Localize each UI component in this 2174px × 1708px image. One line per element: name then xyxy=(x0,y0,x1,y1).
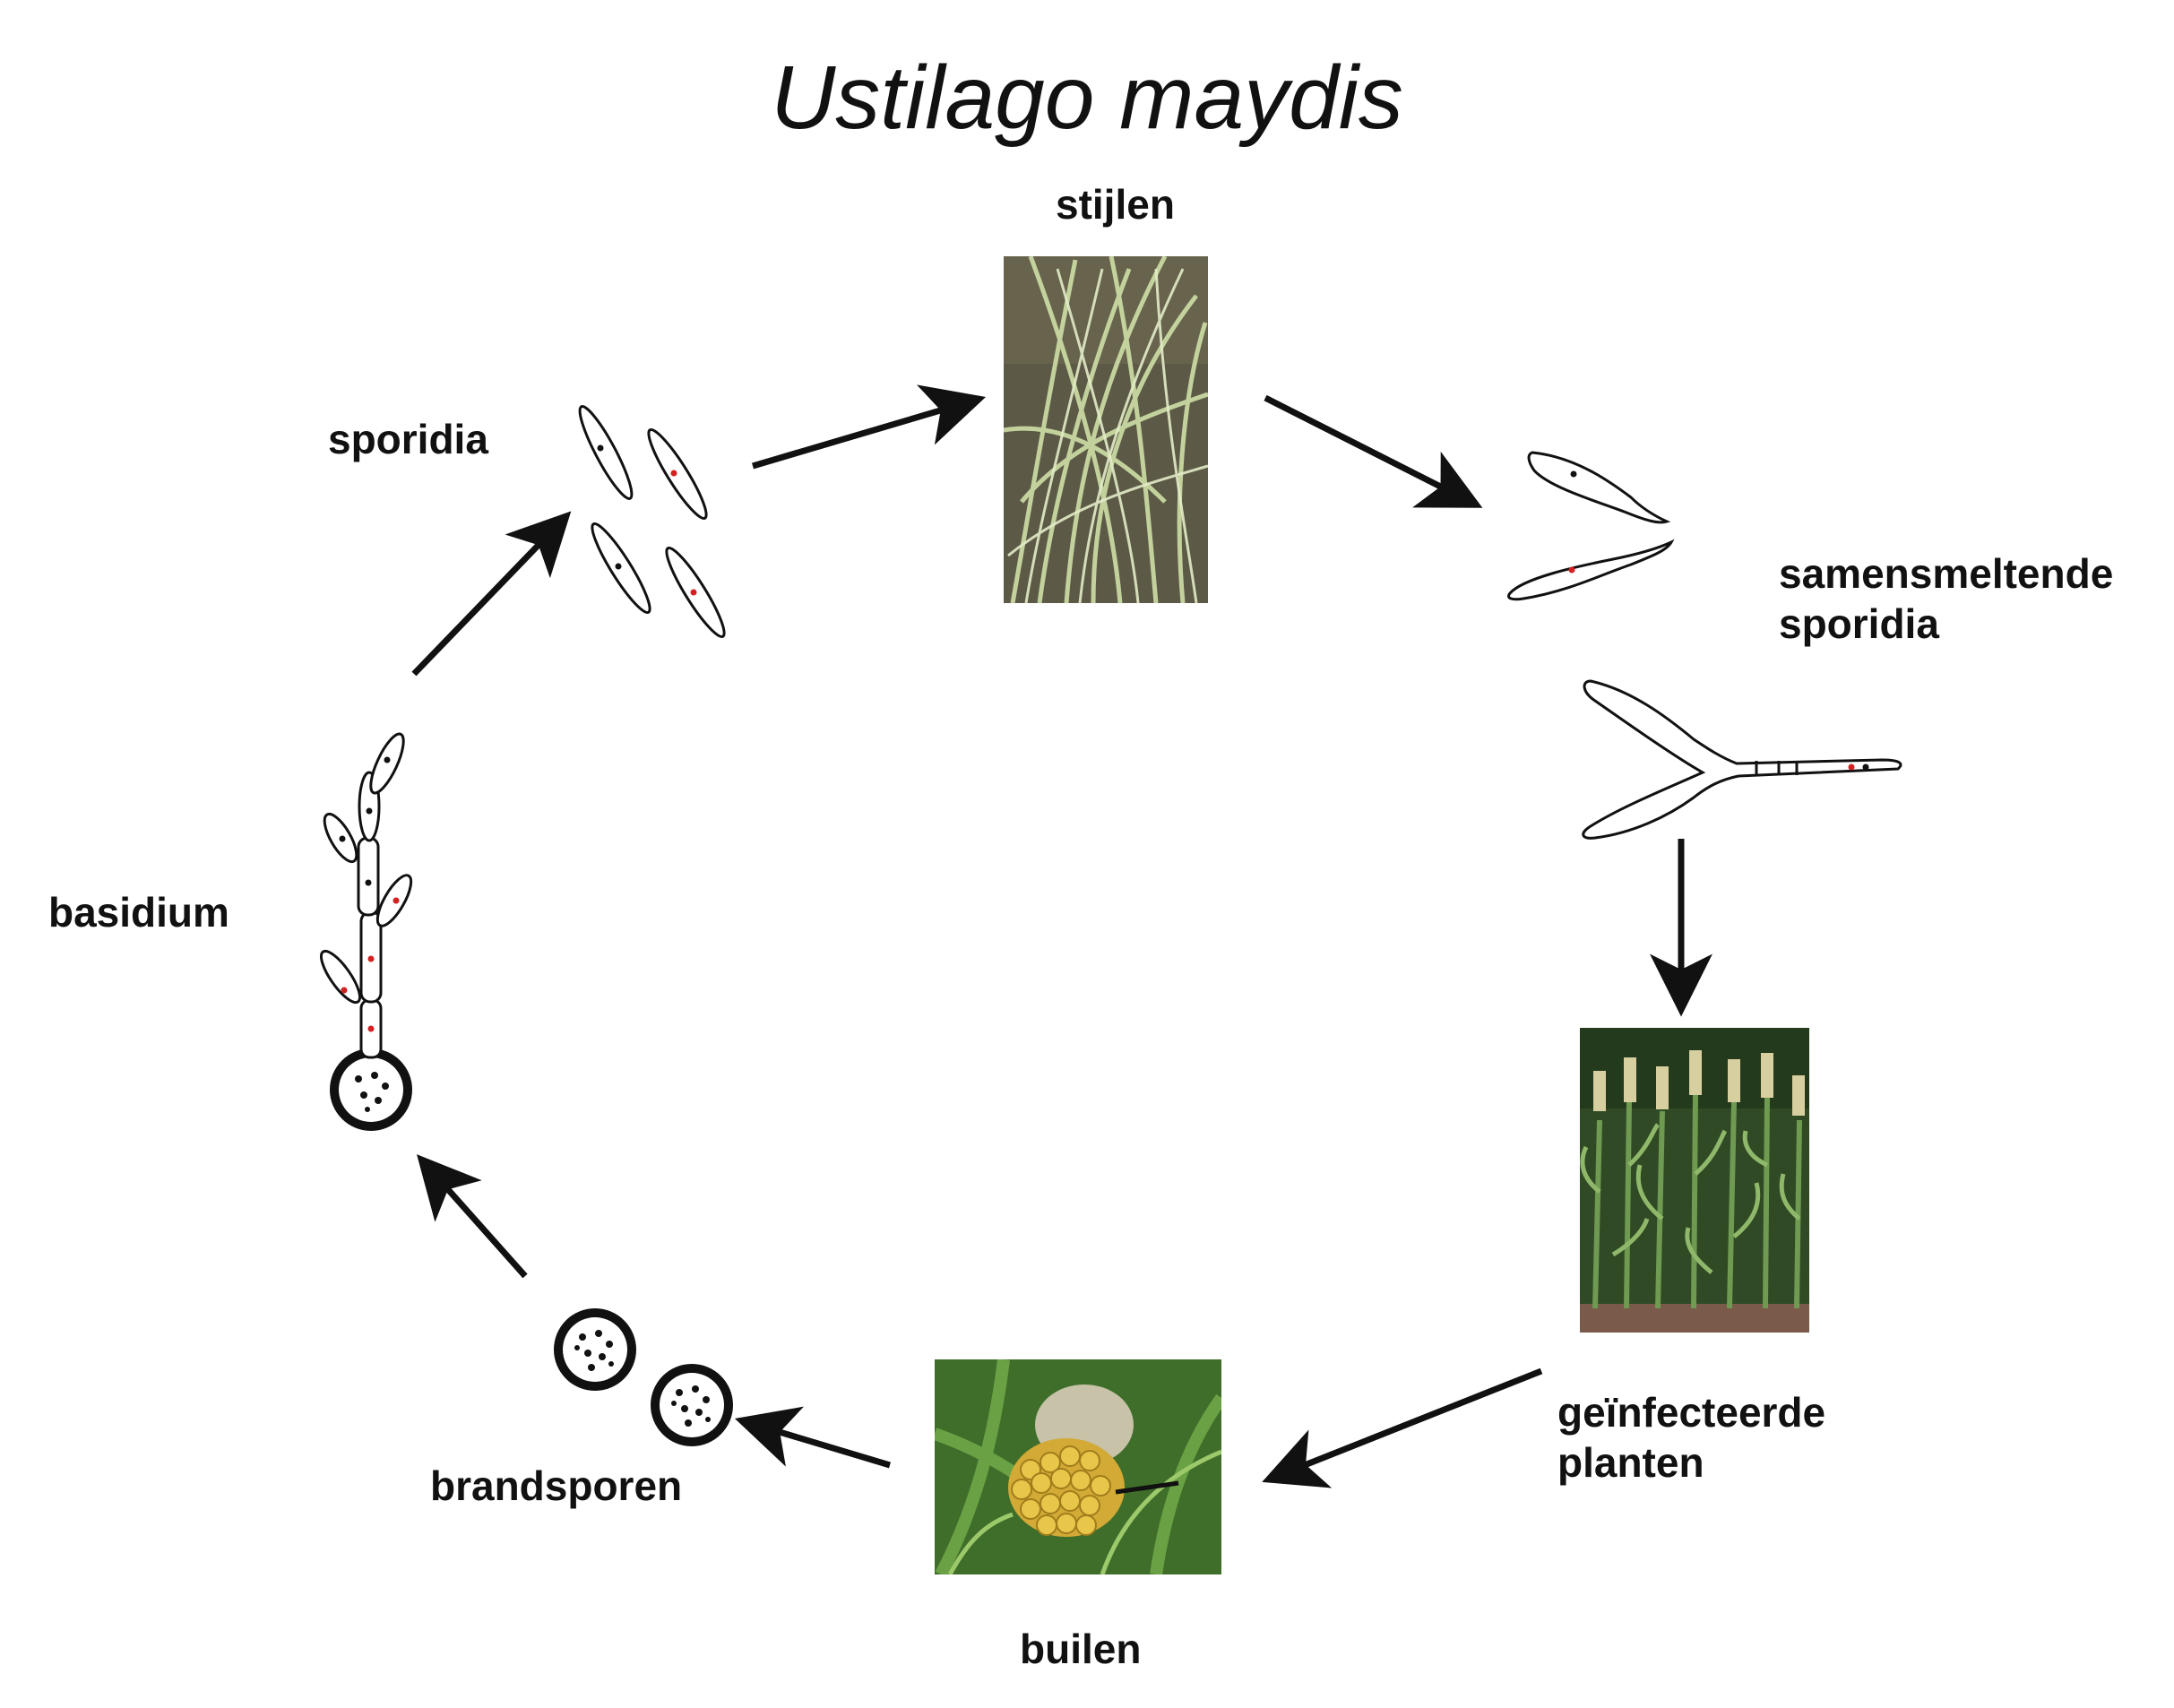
label-brandsporen: brandsporen xyxy=(430,1462,683,1509)
basidium-spore-base xyxy=(330,1048,412,1131)
arrow-planten-to-builen xyxy=(1262,1367,1543,1488)
label-samensmeltende-line2: sporidia xyxy=(1779,600,1939,647)
arrow-builen-to-brandsporen xyxy=(734,1406,892,1469)
fusing-sporidia-nuclei xyxy=(1568,470,1577,574)
label-geinfecteerde-line1: geïnfecteerde xyxy=(1557,1389,1826,1436)
dikaryotic-hypha xyxy=(1582,679,1902,840)
label-samensmeltende-sporidia: samensmeltende sporidia xyxy=(1779,548,2113,649)
arrow-brandsporen-to-basidium xyxy=(417,1154,528,1279)
brandspore-2 xyxy=(651,1364,733,1446)
label-stijlen: stijlen xyxy=(1056,181,1175,228)
label-geinfecteerde-line2: planten xyxy=(1557,1439,1704,1486)
builen-photo xyxy=(935,1359,1221,1574)
arrow-stijlen-to-samensmeltende xyxy=(1264,394,1483,508)
hypha-nuclei xyxy=(1848,763,1869,771)
geinfecteerde-planten-photo xyxy=(1580,1028,1809,1333)
arrow-basidium-to-sporidia xyxy=(411,511,572,677)
label-samensmeltende-line1: samensmeltende xyxy=(1779,550,2114,597)
sporidia-cells xyxy=(578,405,726,639)
stijlen-photo xyxy=(1004,256,1208,603)
label-basidium: basidium xyxy=(48,889,229,936)
label-builen: builen xyxy=(1020,1626,1142,1672)
basidium-cells xyxy=(320,732,413,1059)
brandspore-1 xyxy=(554,1308,636,1391)
arrow-sporidia-to-stijlen xyxy=(752,384,987,470)
label-geinfecteerde-planten: geïnfecteerde planten xyxy=(1557,1387,1825,1488)
label-sporidia: sporidia xyxy=(328,416,488,462)
sporidia-nuclei xyxy=(597,444,697,596)
fusing-sporidia-pair xyxy=(1507,451,1675,601)
basidium-nuclei xyxy=(339,756,400,1032)
diagram-title: Ustilago maydis xyxy=(771,47,1403,148)
